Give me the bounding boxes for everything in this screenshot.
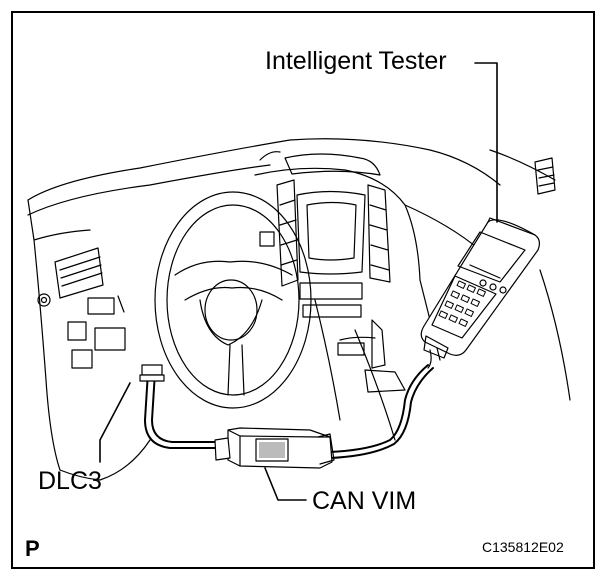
dashboard-outline [28, 139, 570, 480]
left-vent [38, 248, 125, 368]
leader-lines [100, 63, 497, 500]
can-vim-box [215, 428, 334, 468]
label-intelligent-tester: Intelligent Tester [265, 47, 447, 75]
cables [145, 365, 433, 458]
figure-frame [11, 11, 595, 569]
intelligent-tester-device [421, 218, 539, 368]
center-console [260, 152, 405, 392]
steering-wheel [155, 192, 311, 408]
figure-code: C135812E02 [482, 539, 564, 555]
dlc3-connector [140, 365, 164, 381]
view-letter: P [25, 536, 40, 561]
label-can-vim: CAN VIM [312, 487, 417, 515]
label-dlc3: DLC3 [38, 467, 102, 495]
right-vent [535, 158, 555, 194]
